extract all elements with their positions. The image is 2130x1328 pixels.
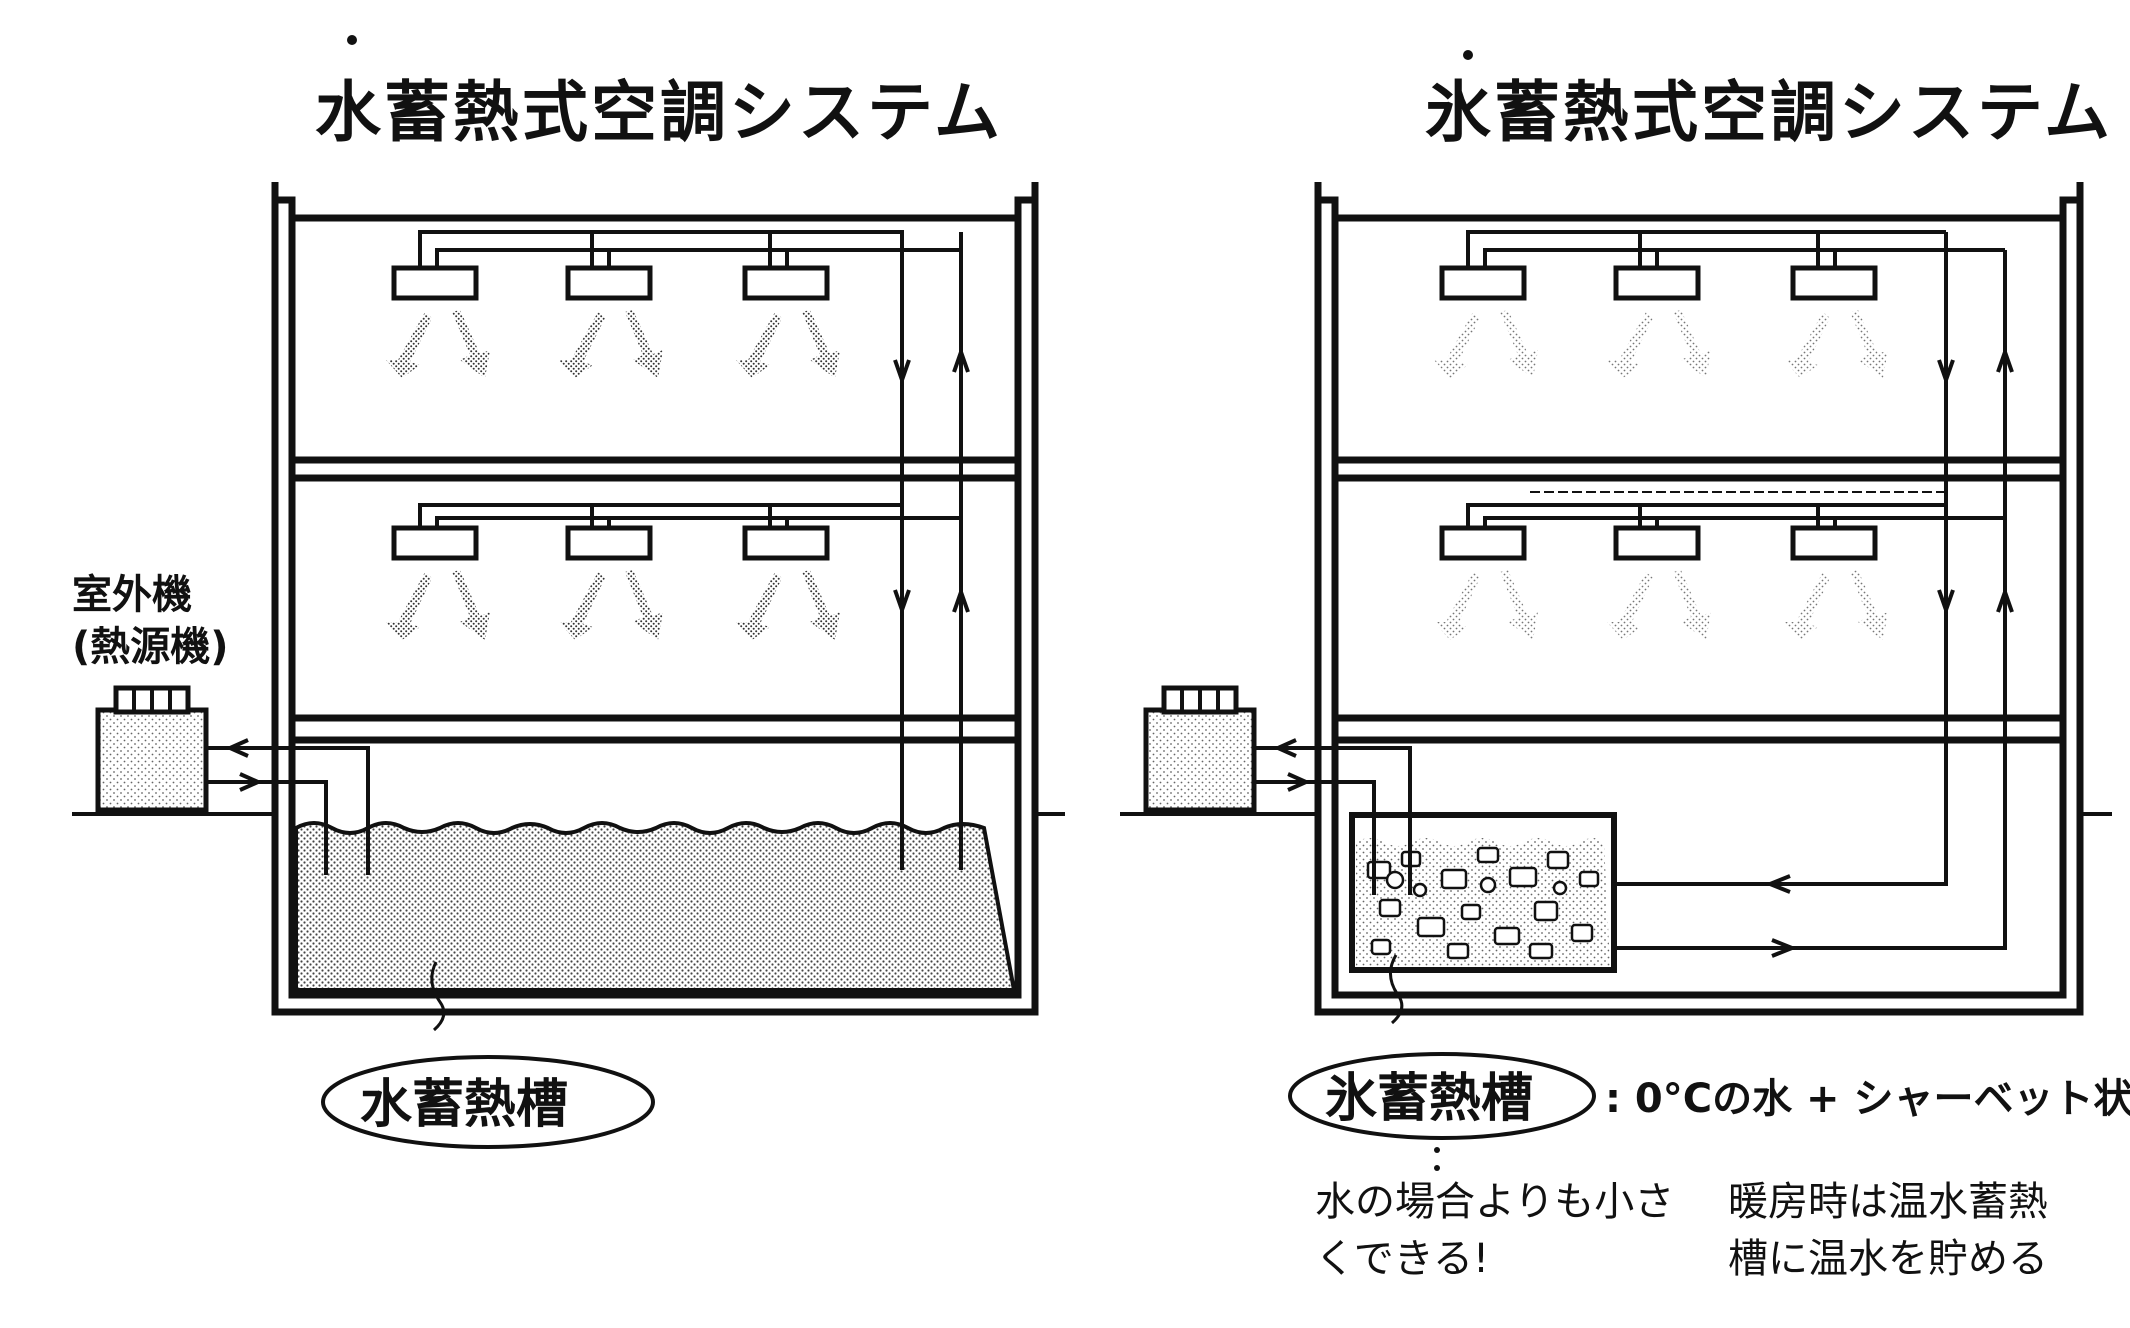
fan-coil-unit (391, 525, 479, 561)
left-title: 水蓄熱式空調システム (315, 74, 1003, 151)
ice-tank-label: 氷蓄熱槽 (1325, 1069, 1533, 1129)
notes: 水の場合よりも小さ くできる! 暖房時は温水蓄熱 槽に温水を貯める (1315, 1179, 2048, 1282)
ice-pieces (1366, 846, 1600, 960)
note-size-line2: くできる! (1315, 1236, 1489, 1282)
water-tank-label: 水蓄熱槽 (360, 1075, 568, 1135)
title-dot (1463, 50, 1473, 60)
right-title: 氷蓄熱式空調システム (1425, 74, 2113, 151)
floor-upper-units (1439, 230, 2005, 301)
water-tank-callout: 水蓄熱槽 (321, 961, 655, 1149)
floor-lower-units (1439, 491, 2005, 561)
tank-label-ellipse (321, 1055, 655, 1149)
fan-coil-unit (742, 265, 830, 301)
floor-upper-units (391, 230, 963, 870)
right-system: 氷蓄熱式空調システム (1120, 50, 2130, 1282)
fan-coil-unit (742, 525, 830, 561)
ice-tank-callout: 氷蓄熱槽 : 0°Cの水 + シャーベット状の氷 (1288, 954, 2130, 1171)
riser-pipes (1614, 232, 2014, 958)
outdoor-unit-label: 室外機 (72, 572, 192, 618)
building-frame (1314, 182, 2084, 1016)
outdoor-unit-box (95, 707, 209, 813)
fan-coil-unit (1439, 525, 1527, 561)
outdoor-unit-box (1143, 707, 1257, 813)
note-heating-line1: 暖房時は温水蓄熱 (1728, 1179, 2048, 1225)
outdoor-unit (1143, 685, 1412, 895)
title-dot (347, 35, 357, 45)
building-frame (271, 182, 1039, 1016)
riser-pipes (893, 232, 970, 870)
airflow-arrows (386, 310, 840, 640)
ice-tank-description: : 0°Cの水 + シャーベット状の氷 (1605, 1076, 2130, 1122)
airflow-arrows (1434, 310, 1888, 640)
fan-coil-unit (1613, 265, 1701, 301)
outdoor-unit: 室外機 (熱源機) (72, 572, 370, 875)
fan-coil-unit (1790, 525, 1878, 561)
fan-coil-unit (565, 525, 653, 561)
tank-label-ellipse (1288, 1052, 1596, 1140)
fan-coil-unit (1613, 525, 1701, 561)
water-storage-tank (294, 821, 1017, 992)
fan-coil-unit (391, 265, 479, 301)
ice-storage-tank (1349, 812, 1617, 973)
fan-coil-unit (1790, 265, 1878, 301)
fan-coil-unit (565, 265, 653, 301)
floor-lower-units (391, 503, 961, 561)
note-size-line1: 水の場合よりも小さ (1315, 1179, 1674, 1225)
fan-coil-unit (1439, 265, 1527, 301)
note-heating-line2: 槽に温水を貯める (1728, 1236, 2048, 1282)
left-system: 水蓄熱式空調システム (72, 35, 1065, 1149)
outdoor-unit-sublabel: (熱源機) (72, 624, 229, 670)
